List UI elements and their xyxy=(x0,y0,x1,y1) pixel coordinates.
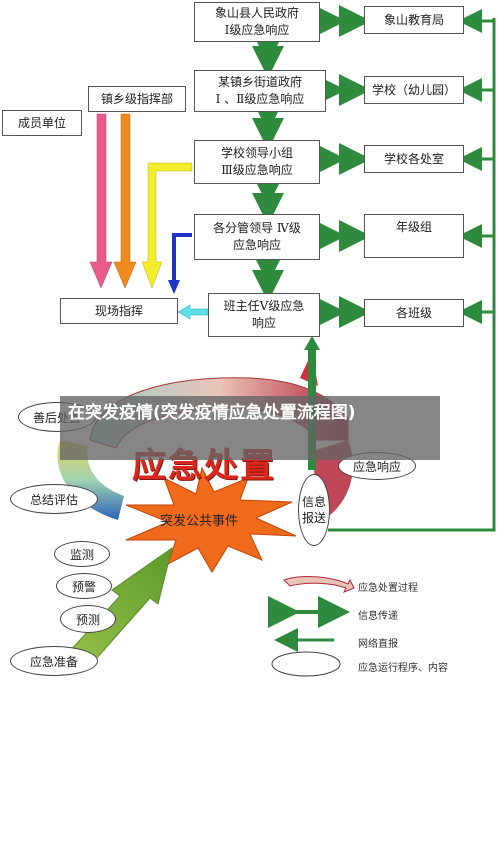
edu-bureau-label: 象山教育局 xyxy=(383,12,444,27)
info-report-line1: 信息 xyxy=(301,495,326,509)
prevention-node: 预测 xyxy=(60,605,116,633)
classes-box: 各班级 xyxy=(364,299,464,327)
school-leader-line1: 学校领导小组 xyxy=(220,146,293,160)
preparation-arrow xyxy=(59,546,173,669)
warning-node: 预警 xyxy=(56,573,112,599)
member-units-label: 成员单位 xyxy=(17,115,66,130)
county-government-line2: Ⅰ级应急响应 xyxy=(224,23,290,37)
edu-bureau-box: 象山教育局 xyxy=(364,6,464,34)
town-government-line1: 某镇乡街道政府 xyxy=(217,75,302,89)
county-government-box: 象山县人民政府 Ⅰ级应急响应 xyxy=(194,2,320,42)
member-units-box: 成员单位 xyxy=(2,110,82,136)
prevention-label: 预测 xyxy=(75,612,100,627)
school-leader-group-box: 学校领导小组 Ⅲ级应急响应 xyxy=(194,140,320,184)
school-kindergarten-box: 学校（幼儿园） xyxy=(364,76,464,104)
school-departments-box: 学校各处室 xyxy=(364,145,464,173)
monitoring-node: 监测 xyxy=(54,541,110,567)
preparation-node: 应急准备 xyxy=(10,646,98,676)
command-down-arrows xyxy=(89,113,193,294)
warning-label: 预警 xyxy=(71,579,96,594)
class-teacher-line2: 响应 xyxy=(251,316,276,330)
division-leader-line2: 应急响应 xyxy=(232,238,281,252)
summary-evaluation-node: 总结评估 xyxy=(10,484,98,514)
town-government-box: 某镇乡街道政府 Ⅰ 、Ⅱ级应急响应 xyxy=(194,70,326,112)
grade-group-label: 年级组 xyxy=(395,220,432,234)
cyan-arrow xyxy=(177,304,209,320)
overlay-caption-text: 在突发疫情(突发疫情应急处置流程图) xyxy=(68,403,356,423)
legend-process-label: 应急处置过程 xyxy=(358,583,418,594)
preparation-label: 应急准备 xyxy=(29,654,78,669)
division-leader-line1: 各分管领导 Ⅳ级 xyxy=(213,221,301,235)
event-star xyxy=(125,466,297,573)
school-leader-line2: Ⅲ级应急响应 xyxy=(221,163,293,177)
overlay-caption: 在突发疫情(突发疫情应急处置流程图) xyxy=(60,396,440,460)
school-departments-label: 学校各处室 xyxy=(383,151,444,166)
classes-label: 各班级 xyxy=(395,305,432,320)
class-teacher-line1: 班主任Ⅴ级应急 xyxy=(223,299,305,313)
onsite-command-label: 现场指挥 xyxy=(94,303,143,318)
town-command-box: 镇乡级指挥部 xyxy=(88,86,186,112)
public-event-label: 突发公共事件 xyxy=(160,514,239,529)
emergency-response-label: 应急响应 xyxy=(352,459,401,474)
summary-evaluation-label: 总结评估 xyxy=(29,492,78,507)
legend-info-transfer-label: 信息传递 xyxy=(358,611,398,622)
town-command-label: 镇乡级指挥部 xyxy=(100,91,173,106)
legend-glyphs xyxy=(268,576,355,677)
legend-network-report-label: 网络直报 xyxy=(358,639,398,650)
right-trunk-arrows xyxy=(328,9,496,532)
monitoring-label: 监测 xyxy=(69,547,94,562)
division-leader-box: 各分管领导 Ⅳ级 应急响应 xyxy=(194,214,320,260)
legend-procedure-label: 应急运行程序、内容 xyxy=(358,663,448,674)
grade-group-box: 年级组 xyxy=(364,214,464,258)
info-report-node: 信息 报送 xyxy=(298,474,330,546)
school-kindergarten-label: 学校（幼儿园） xyxy=(371,82,456,97)
class-teacher-box: 班主任Ⅴ级应急 响应 xyxy=(208,293,320,337)
info-report-line2: 报送 xyxy=(301,511,326,525)
horizontal-link-arrows xyxy=(314,5,371,328)
town-government-line2: Ⅰ 、Ⅱ级应急响应 xyxy=(215,92,305,106)
county-government-line1: 象山县人民政府 xyxy=(214,6,299,20)
onsite-command-box: 现场指挥 xyxy=(60,298,178,324)
